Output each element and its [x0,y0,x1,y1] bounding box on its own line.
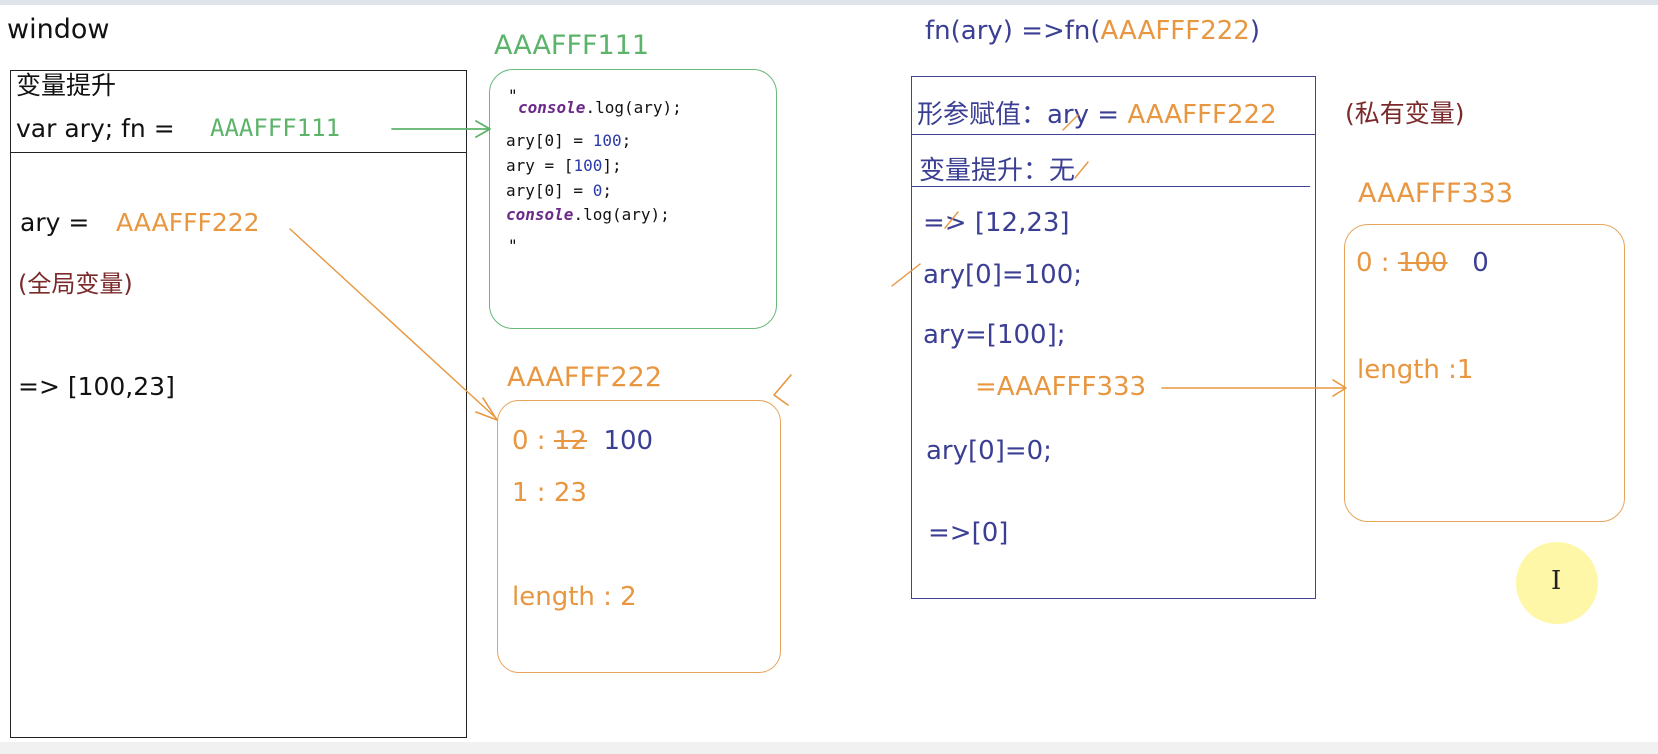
private-line-2: ary[0]=100; [923,260,1083,290]
func-heap-quote-close: " [508,236,518,255]
code-num: 100 [592,131,622,150]
code-line-5: console.log(ary); [506,205,670,224]
array-222-box [497,400,781,673]
top-bar [0,0,1658,5]
arrow-ref-to-array-333-head [1332,379,1347,397]
array-333-title: AAAFFF333 [1358,178,1514,209]
private-scope-divider-2 [911,186,1310,187]
slash-mark-line1 [944,211,959,229]
arrow-ary-to-array-222-head [475,397,498,421]
array-222-index0-label: 0 : [512,426,546,456]
call-header: fn(ary) =>fn(AAAFFF222) [925,16,1260,46]
private-line-4: =AAAFFF333 [975,372,1147,402]
call-header-suffix: ) [1249,16,1260,46]
global-scope-box [10,70,467,738]
global-var-decl: var ary; fn = [16,114,175,143]
bottom-bar [0,742,1658,754]
private-param: 形参赋值：ary = AAAFFF222 [917,94,1277,131]
array-222-title: AAAFFF222 [507,362,663,393]
cursor-highlight [1516,542,1598,624]
code-num: 100 [573,156,603,175]
private-line-5: ary[0]=0; [926,436,1052,466]
code-post: ; [621,131,632,150]
array-333-index0-old: 100 [1397,248,1448,278]
private-scope-divider-1 [911,134,1316,135]
array-333-length: length :1 [1357,355,1474,385]
code-keyword: console [518,98,586,117]
array-333-index0-label: 0 : [1356,248,1390,278]
array-333-index0: 0 : 100 0 [1356,248,1489,278]
call-header-addr: AAAFFF222 [1100,16,1250,46]
code-pre: ary[0] = [506,131,593,150]
code-num: 0 [592,181,603,200]
code-post: ; [602,181,612,200]
array-222-index0: 0 : 12 100 [512,426,653,456]
array-222-index1: 1 : 23 [512,478,587,508]
code-line-1: console.log(ary); [518,98,682,117]
private-scope-box [911,76,1316,599]
slash-mark-hoist [1074,161,1089,179]
func-heap-box [489,69,777,329]
arrow-ary-to-array-222 [289,228,497,419]
code-line-2: ary[0] = 100; [506,131,631,150]
array-222-index0-old: 12 [553,426,587,456]
call-header-prefix: fn(ary) =>fn( [925,16,1101,46]
window-label: window [7,14,110,45]
global-ary-addr: AAAFFF222 [116,208,260,237]
private-scope-note: (私有变量) [1345,99,1465,128]
private-hoist: 变量提升：无 [919,156,1076,186]
private-line-6: =>[0] [928,518,1009,548]
slash-mark-left [891,263,921,287]
code-keyword: console [506,205,574,224]
array-333-index0-new: 0 [1472,248,1489,278]
arrow-private-to-array-222 [773,374,792,406]
global-scope-divider [10,152,467,153]
arrow-fn-to-func-heap-head [475,120,491,138]
array-222-length: length : 2 [512,582,637,612]
func-heap-title: AAAFFF111 [494,30,650,61]
code-pre: ary[0] = [506,181,593,200]
func-heap-quote-open: " [508,86,518,105]
global-ary-label: ary = [20,208,90,237]
code-line-3: ary = [100]; [506,156,622,175]
global-fn-addr: AAAFFF111 [210,114,341,142]
private-param-addr: AAAFFF222 [1127,100,1277,130]
code-post: ]; [602,156,622,175]
array-222-index0-new: 100 [603,426,654,456]
code-pre: ary = [ [506,156,574,175]
code-rest: .log(ary); [573,205,670,224]
private-param-label: 形参赋值：ary = [917,100,1120,130]
array-333-box [1344,224,1625,522]
private-line-3: ary=[100]; [923,320,1066,350]
text-cursor-icon: I [1551,566,1562,596]
code-rest: .log(ary); [585,98,682,117]
global-scope-note: (全局变量) [18,270,133,298]
global-hoist-title: 变量提升 [16,71,117,100]
code-line-4: ary[0] = 0; [506,181,612,200]
global-result: => [100,23] [18,372,175,401]
slash-mark-param [1062,114,1079,131]
private-line-1: => [12,23] [923,208,1070,238]
